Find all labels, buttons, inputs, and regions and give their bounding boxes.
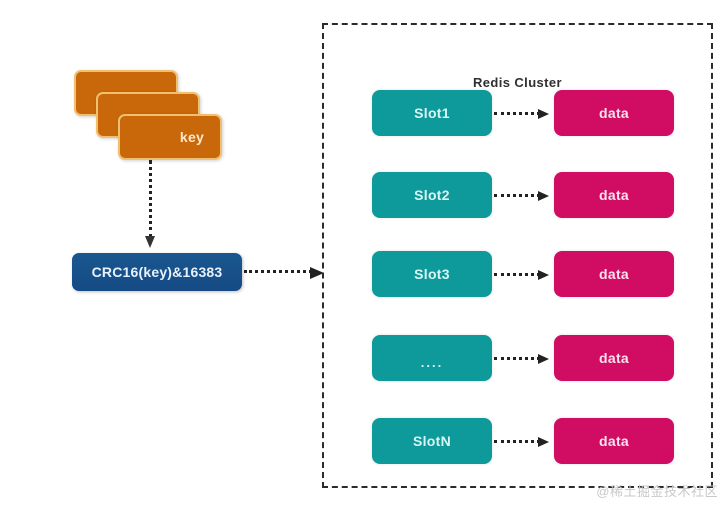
redis-cluster-container: Redis Cluster (322, 23, 713, 488)
data-label: data (599, 350, 629, 366)
redis-cluster-title: Redis Cluster (472, 75, 562, 90)
arrow-hash-to-cluster-head (310, 267, 324, 279)
arrow-hash-to-cluster-line (244, 270, 312, 273)
arrow-slot-to-data-head (538, 191, 549, 201)
key-card-label: key (179, 129, 205, 145)
cluster-row: SlotN data (0, 418, 728, 464)
slot-label: Slot2 (414, 187, 450, 203)
slot-label: .... (420, 354, 444, 370)
key-card-front: key (118, 114, 222, 160)
slot-box: Slot1 (372, 90, 492, 136)
arrow-key-to-hash (145, 160, 155, 254)
data-label: data (599, 187, 629, 203)
cluster-row: Slot2 data (0, 172, 728, 218)
data-label: data (599, 433, 629, 449)
cluster-row: Slot3 data (0, 251, 728, 297)
arrow-slot-to-data-line (494, 440, 540, 443)
arrow-slot-to-data-line (494, 357, 540, 360)
slot-label: SlotN (412, 433, 452, 449)
watermark: @稀土掘金技术社区 (596, 484, 718, 499)
arrow-slot-to-data (494, 191, 554, 201)
arrow-slot-to-data-line (494, 194, 540, 197)
arrow-key-to-hash-head (145, 236, 155, 248)
arrow-slot-to-data (494, 354, 554, 364)
arrow-slot-to-data (494, 437, 554, 447)
arrow-slot-to-data (494, 270, 554, 280)
data-label: data (599, 105, 629, 121)
data-box: data (554, 90, 674, 136)
slot-box: SlotN (372, 418, 492, 464)
arrow-slot-to-data-head (538, 354, 549, 364)
arrow-key-to-hash-line (149, 160, 152, 238)
slot-label: Slot1 (414, 105, 450, 121)
cluster-row: Slot1 data (0, 90, 728, 136)
slot-box: .... (372, 335, 492, 381)
data-label: data (599, 266, 629, 282)
crc16-label: CRC16(key)&16383 (91, 264, 223, 280)
arrow-slot-to-data-head (538, 437, 549, 447)
slot-box: Slot3 (372, 251, 492, 297)
slot-box: Slot2 (372, 172, 492, 218)
data-box: data (554, 418, 674, 464)
arrow-slot-to-data-head (538, 109, 549, 119)
data-box: data (554, 172, 674, 218)
arrow-slot-to-data (494, 109, 554, 119)
arrow-slot-to-data-line (494, 112, 540, 115)
cluster-row: .... data (0, 335, 728, 381)
slot-label: Slot3 (414, 266, 450, 282)
data-box: data (554, 335, 674, 381)
arrow-slot-to-data-line (494, 273, 540, 276)
arrow-slot-to-data-head (538, 270, 549, 280)
arrow-hash-to-cluster (244, 267, 328, 279)
crc16-box: CRC16(key)&16383 (72, 253, 242, 291)
data-box: data (554, 251, 674, 297)
